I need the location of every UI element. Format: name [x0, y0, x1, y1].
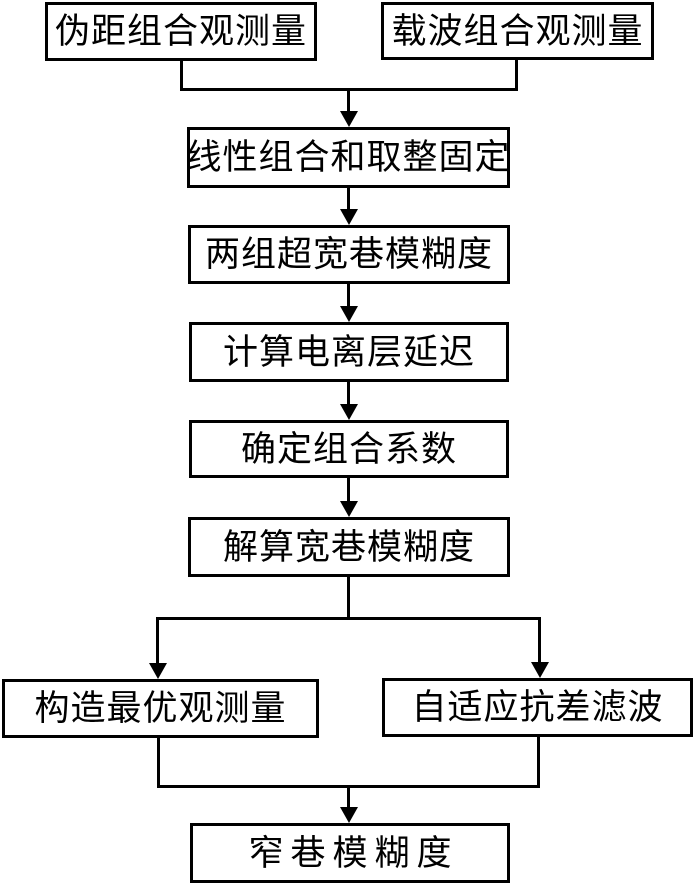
node-wide-lane-ambiguity: 解算宽巷模糊度: [188, 517, 510, 577]
node-label: 伪距组合观测量: [54, 12, 307, 51]
node-label: 窄巷模糊度: [248, 833, 459, 873]
connector-split-right: [538, 617, 541, 664]
arrowhead-down-icon: [340, 404, 358, 420]
connector-join-to-linear: [347, 88, 350, 113]
connector-linear-to-ewl: [347, 188, 350, 211]
arrowhead-down-icon: [340, 306, 358, 322]
connector-adaptive-down: [537, 737, 540, 788]
node-label: 线性组合和取整固定: [186, 138, 511, 177]
arrowhead-down-icon: [340, 807, 358, 823]
arrowhead-down-icon: [340, 209, 358, 225]
connector-split-left: [156, 617, 159, 665]
node-carrier-observation: 载波组合观测量: [381, 2, 654, 60]
node-linear-combination-rounding: 线性组合和取整固定: [187, 127, 510, 188]
node-pseudorange-observation: 伪距组合观测量: [45, 2, 317, 61]
connector-split-horizontal: [156, 617, 541, 620]
node-adaptive-robust-filter: 自适应抗差滤波: [382, 678, 693, 737]
connector-iono-to-coeff: [347, 382, 350, 406]
connector-ewl-to-iono: [347, 284, 350, 308]
node-label: 解算宽巷模糊度: [222, 527, 475, 567]
connector-optimal-down: [157, 738, 160, 788]
node-combination-coefficients: 确定组合系数: [189, 420, 509, 478]
node-label: 计算电离层延迟: [222, 332, 475, 372]
connector-wl-down: [347, 577, 350, 620]
node-label: 构造最优观测量: [34, 689, 287, 728]
connector-pseudorange-down: [180, 61, 183, 91]
connector-carrier-down: [515, 60, 518, 91]
node-ionospheric-delay: 计算电离层延迟: [189, 322, 509, 382]
node-narrow-lane-ambiguity: 窄巷模糊度: [190, 823, 510, 883]
arrowhead-down-icon: [340, 111, 358, 127]
node-optimal-observation: 构造最优观测量: [2, 679, 319, 738]
node-extra-wide-lane-ambiguity: 两组超宽巷模糊度: [188, 225, 510, 284]
connector-coeff-to-wl: [347, 478, 350, 503]
arrowhead-down-icon: [531, 662, 549, 678]
node-label: 确定组合系数: [240, 429, 457, 469]
connector-merge-to-nl: [347, 785, 350, 809]
node-label: 自适应抗差滤波: [411, 688, 664, 727]
arrowhead-down-icon: [149, 663, 167, 679]
arrowhead-down-icon: [340, 501, 358, 517]
node-label: 两组超宽巷模糊度: [204, 235, 493, 274]
node-label: 载波组合观测量: [391, 11, 644, 51]
